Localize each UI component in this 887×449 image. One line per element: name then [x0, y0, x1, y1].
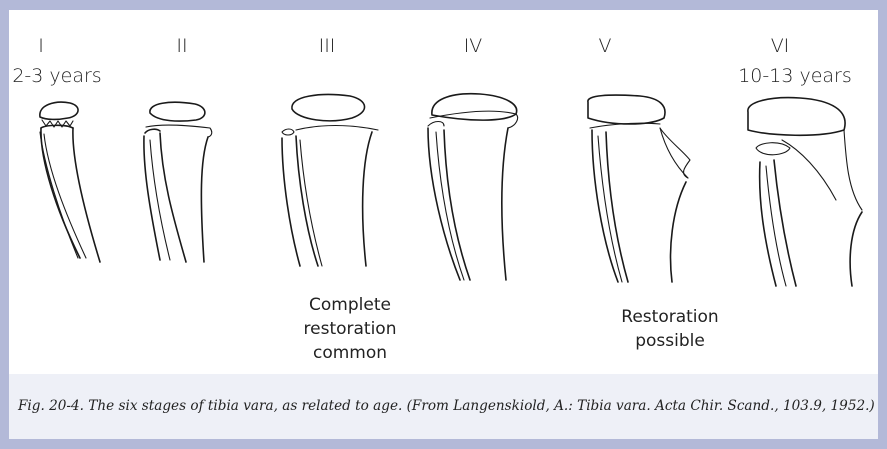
stage-1-drawing: [40, 102, 100, 262]
stage-4-drawing: [428, 94, 518, 280]
stage-3-drawing: [282, 95, 378, 266]
figure-caption: Fig. 20-4. The six stages of tibia vara,…: [18, 398, 878, 414]
stage-2-drawing: [144, 102, 212, 262]
stage-6-drawing: [748, 98, 862, 286]
stage-5-drawing: [588, 95, 690, 282]
